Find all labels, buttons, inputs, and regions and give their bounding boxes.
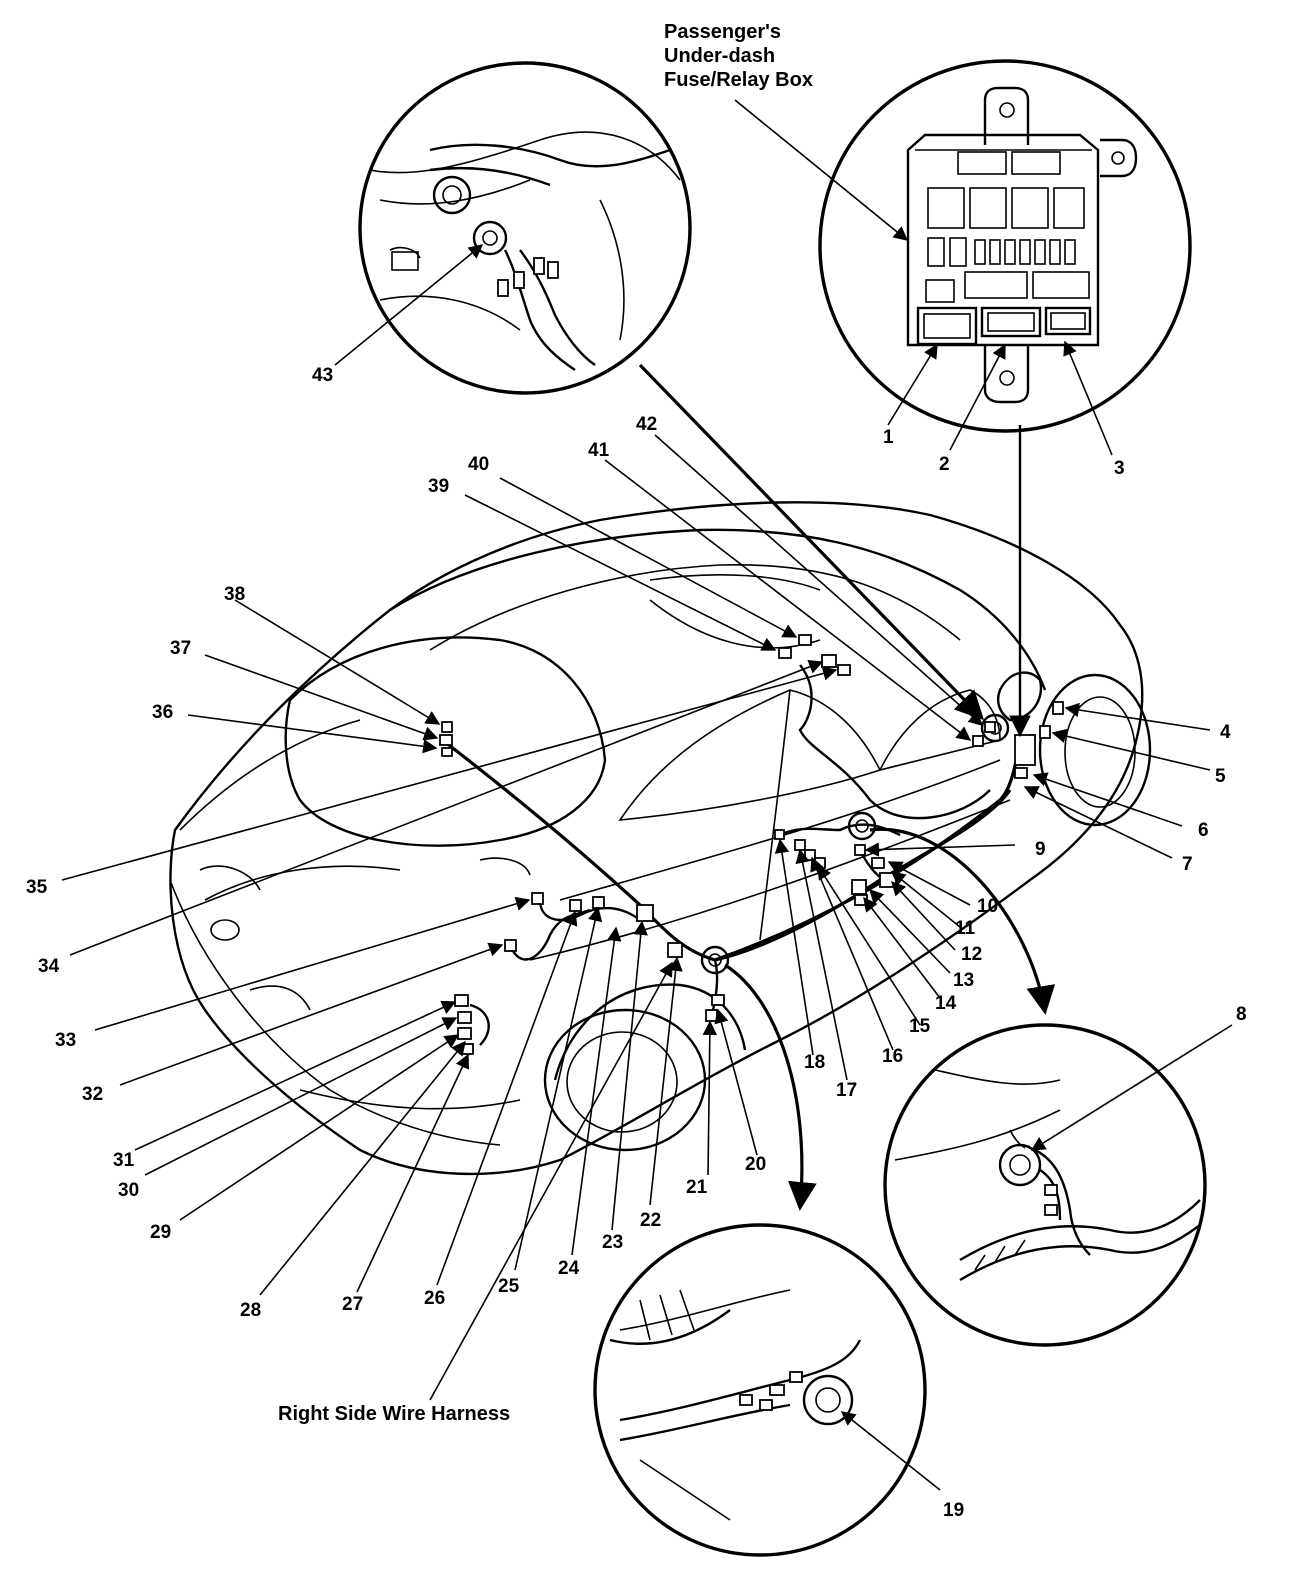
callout-24: 24 bbox=[558, 1258, 580, 1279]
callout-30: 30 bbox=[118, 1180, 139, 1201]
callout-22: 22 bbox=[640, 1210, 661, 1231]
callout-31: 31 bbox=[113, 1150, 135, 1171]
fuse-relay-box-inset bbox=[818, 59, 1192, 433]
callout-17: 17 bbox=[836, 1080, 857, 1101]
callout-2: 2 bbox=[939, 454, 950, 475]
callout-42: 42 bbox=[636, 414, 657, 435]
callout-28: 28 bbox=[240, 1300, 261, 1321]
callout-33: 33 bbox=[55, 1030, 76, 1051]
ground-inset-8 bbox=[883, 1023, 1207, 1347]
callout-4: 4 bbox=[1220, 722, 1231, 743]
callout-39: 39 bbox=[428, 476, 449, 497]
callout-19: 19 bbox=[943, 1500, 964, 1521]
callout-13: 13 bbox=[953, 970, 974, 991]
callout-41: 41 bbox=[588, 440, 610, 461]
callout-29: 29 bbox=[150, 1222, 171, 1243]
callout-43: 43 bbox=[312, 365, 333, 386]
fuse-box-caption-line1: Passenger's bbox=[664, 21, 781, 43]
callout-20: 20 bbox=[745, 1154, 766, 1175]
callout-14: 14 bbox=[935, 993, 957, 1014]
callout-1: 1 bbox=[883, 427, 894, 448]
callout-11: 11 bbox=[955, 918, 976, 939]
callout-25: 25 bbox=[498, 1276, 520, 1297]
callout-36: 36 bbox=[152, 702, 173, 723]
callout-38: 38 bbox=[224, 584, 245, 605]
callout-10: 10 bbox=[977, 896, 998, 917]
callout-7: 7 bbox=[1182, 854, 1193, 875]
callout-27: 27 bbox=[342, 1294, 363, 1315]
leader-lines bbox=[61, 99, 1233, 1491]
captions: Passenger's Under-dash Fuse/Relay Box Ri… bbox=[278, 21, 813, 1425]
callout-40: 40 bbox=[468, 454, 489, 475]
callout-6: 6 bbox=[1198, 820, 1209, 841]
callout-9: 9 bbox=[1035, 839, 1046, 860]
callout-16: 16 bbox=[882, 1046, 903, 1067]
callout-5: 5 bbox=[1215, 766, 1226, 787]
callout-12: 12 bbox=[961, 944, 982, 965]
fuse-box-caption-line2: Under-dash bbox=[664, 45, 775, 67]
callout-32: 32 bbox=[82, 1084, 103, 1105]
ground-inset-43 bbox=[358, 61, 692, 395]
callout-numbers: 1 2 3 4 5 6 7 8 9 10 11 12 13 14 15 16 1… bbox=[26, 365, 1247, 1521]
callout-15: 15 bbox=[909, 1016, 931, 1037]
callout-21: 21 bbox=[686, 1177, 708, 1198]
right-side-wire-harness bbox=[444, 664, 1022, 1046]
callout-37: 37 bbox=[170, 638, 191, 659]
harness-caption: Right Side Wire Harness bbox=[278, 1403, 510, 1425]
fuse-box-caption-line3: Fuse/Relay Box bbox=[664, 69, 813, 91]
callout-3: 3 bbox=[1114, 458, 1125, 479]
callout-23: 23 bbox=[602, 1232, 623, 1253]
callout-18: 18 bbox=[804, 1052, 825, 1073]
callout-35: 35 bbox=[26, 877, 48, 898]
callout-34: 34 bbox=[38, 956, 60, 977]
callout-8: 8 bbox=[1236, 1004, 1247, 1025]
callout-26: 26 bbox=[424, 1288, 445, 1309]
ground-inset-19 bbox=[593, 1223, 927, 1557]
